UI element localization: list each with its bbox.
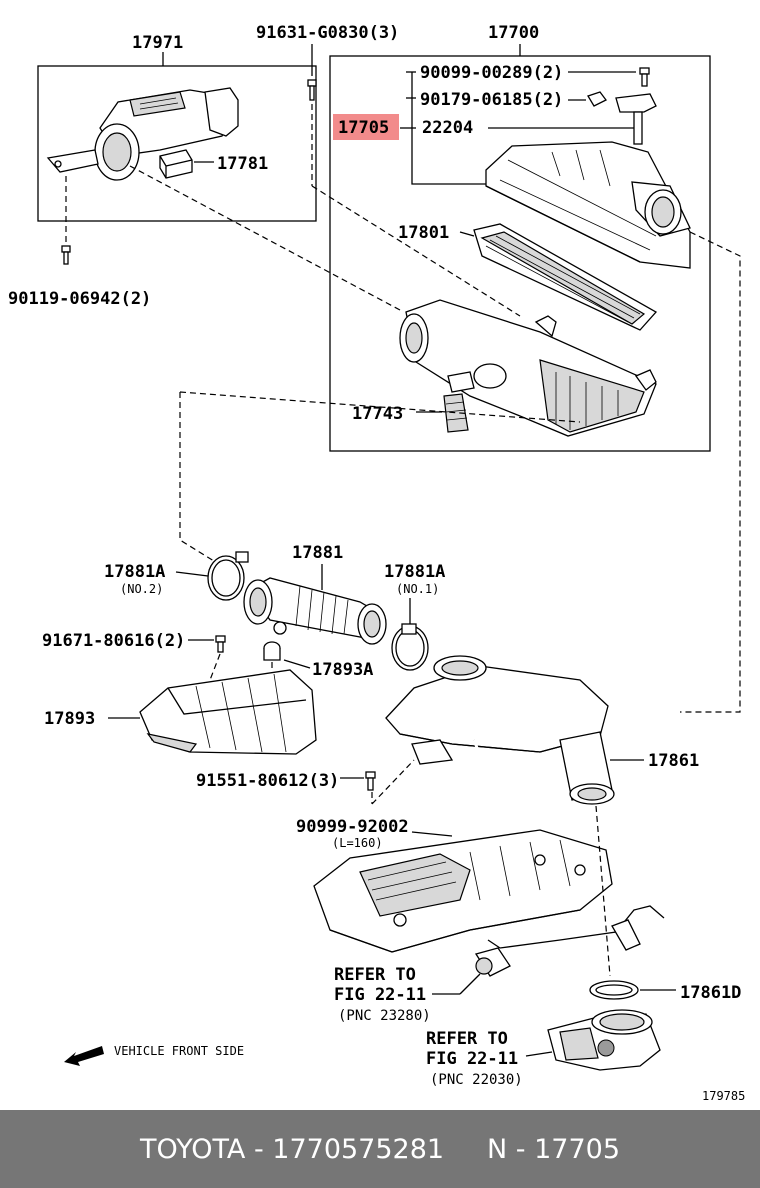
figure-number: 179785 <box>702 1089 745 1103</box>
part-bolt-91551 <box>365 771 376 791</box>
parts-diagram-svg: 17971 17781 90119-06942(2) 91631-G0830(3… <box>8 23 745 1103</box>
label-refer1-a: REFER TO <box>334 965 416 985</box>
label-90179: 90179-06185(2) <box>420 90 563 110</box>
label-90999: 90999-92002 <box>296 817 409 837</box>
part-cleaner-case <box>399 299 657 437</box>
part-clamp-17881A-no1 <box>391 623 429 671</box>
part-throttle-body <box>547 1009 661 1071</box>
part-screw-90099 <box>639 67 650 87</box>
label-90119: 90119-06942(2) <box>8 289 151 309</box>
group-box-17971 <box>37 65 317 222</box>
part-gasket-17861D <box>589 980 639 1000</box>
label-17781: 17781 <box>217 154 268 174</box>
label-17743: 17743 <box>352 404 403 424</box>
part-filter-17801 <box>473 223 658 331</box>
part-clamp-17881A-no2 <box>207 551 249 601</box>
label-91671: 91671-80616(2) <box>42 631 185 651</box>
part-hose-17743 <box>443 393 469 433</box>
label-refer2-a: REFER TO <box>426 1029 508 1049</box>
part-hose-17881 <box>243 577 387 645</box>
label-22204: 22204 <box>422 118 473 138</box>
label-17861D: 17861D <box>680 983 741 1003</box>
footer-gap <box>444 1134 487 1165</box>
label-17881A-no2: 17881A <box>104 562 165 582</box>
label-vehicle-front: VEHICLE FRONT SIDE <box>114 1044 244 1058</box>
footer-sep-1: - <box>245 1133 273 1165</box>
label-17801: 17801 <box>398 223 449 243</box>
footer-part-number: 1770575281 <box>272 1133 445 1165</box>
part-resonator-17893 <box>139 669 317 755</box>
label-17700: 17700 <box>488 23 539 43</box>
footer-pnc: 17705 <box>534 1133 621 1165</box>
highlight-17705 <box>333 114 399 140</box>
part-sensor-23280 <box>474 947 511 977</box>
label-90099: 90099-00289(2) <box>420 63 563 83</box>
footer-bar: TOYOTA - 1770575281 N - 17705 <box>0 1110 760 1188</box>
label-17881: 17881 <box>292 543 343 563</box>
label-refer1-b: FIG 22-11 <box>334 985 426 1005</box>
label-length: (L=160) <box>332 836 383 850</box>
part-head-cover <box>313 829 613 953</box>
label-17971: 17971 <box>132 33 183 53</box>
label-refer2-b: FIG 22-11 <box>426 1049 518 1069</box>
parts-diagram: 17971 17781 90119-06942(2) 91631-G0830(3… <box>8 23 746 1103</box>
part-bolt-91671 <box>215 635 226 653</box>
label-91631: 91631-G0830(3) <box>256 23 399 43</box>
label-17705: 17705 <box>338 118 389 138</box>
part-pad-17781 <box>159 149 193 179</box>
label-no1: (NO.1) <box>396 582 439 596</box>
arrow-left-icon <box>64 1046 104 1066</box>
part-bolt-91631 <box>307 79 317 101</box>
part-grommet-17893A <box>263 641 281 661</box>
part-intake-17861 <box>385 655 615 805</box>
part-air-inlet-17971 <box>46 87 239 181</box>
label-17861: 17861 <box>648 751 699 771</box>
label-refer1-c: (PNC 23280) <box>338 1008 431 1024</box>
footer-brand: TOYOTA <box>139 1133 246 1165</box>
label-91551: 91551-80612(3) <box>196 771 339 791</box>
label-17893: 17893 <box>44 709 95 729</box>
label-17881A-no1: 17881A <box>384 562 445 582</box>
label-refer2-c: (PNC 22030) <box>430 1072 523 1088</box>
label-17893A: 17893A <box>312 660 373 680</box>
footer-sep-2: - <box>507 1133 535 1165</box>
part-bolt-90119 <box>61 245 71 265</box>
footer-n-prefix: N <box>487 1133 508 1165</box>
part-sensor-22204 <box>615 93 657 145</box>
label-no2: (NO.2) <box>120 582 163 596</box>
part-clip-90179 <box>587 91 607 107</box>
